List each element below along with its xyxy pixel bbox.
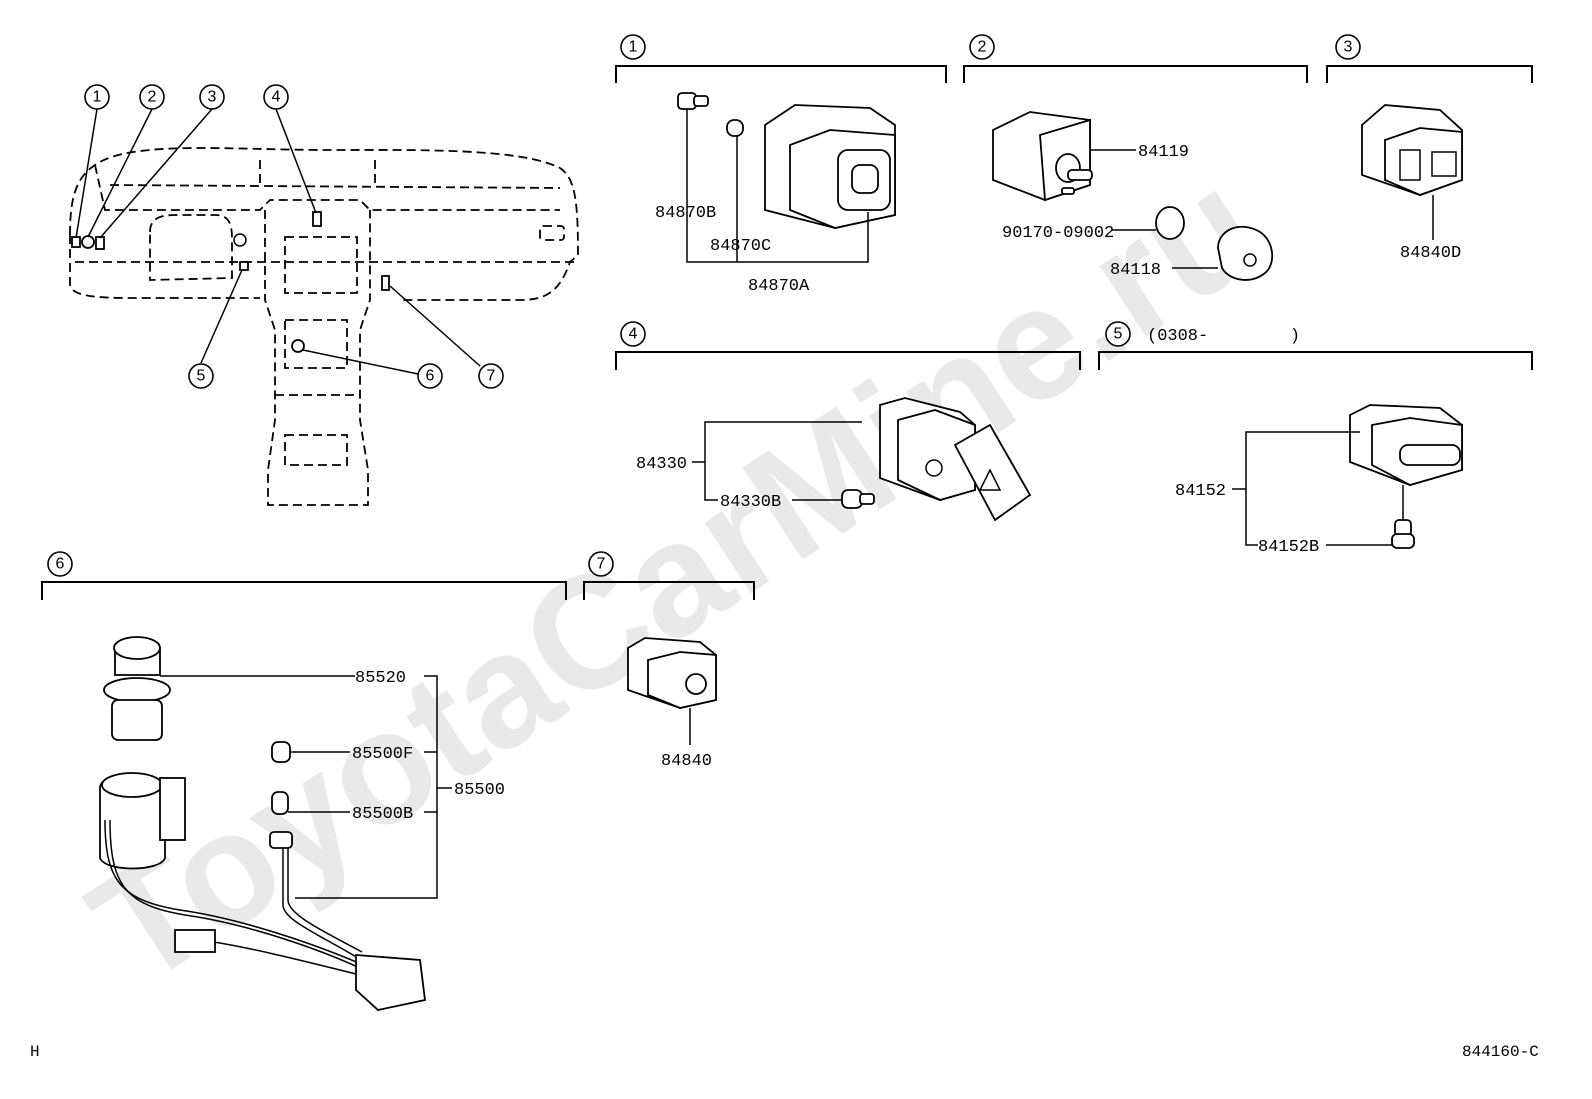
section-7: 7 84840 [583, 551, 755, 771]
part-84152: 84152 [1175, 482, 1226, 501]
overview-callout-4: 4 [263, 84, 289, 110]
section-5: 5 (0308- ) 84152 84152B [1098, 321, 1533, 557]
bulb-84330B-drawing [841, 489, 875, 509]
part-84330: 84330 [636, 455, 687, 474]
svg-text:5: 5 [197, 368, 206, 385]
part-90170-09002: 90170-09002 [1002, 224, 1114, 243]
section-6: 6 [41, 551, 567, 1011]
part-84118: 84118 [1110, 261, 1161, 280]
part-84152B: 84152B [1258, 538, 1319, 557]
overview-callout-7: 7 [478, 363, 504, 389]
bulb-84152B-drawing [1391, 519, 1415, 549]
section-4-callout: 4 [629, 326, 638, 343]
bulb-85500F-drawing [271, 741, 291, 763]
part-84870B: 84870B [655, 204, 716, 223]
diagram-code: 844160-C [1462, 1043, 1539, 1061]
section-6-callout: 6 [56, 556, 65, 573]
overview-callout-3: 3 [199, 84, 225, 110]
section-4: 4 84330 84330B [615, 321, 1081, 522]
part-85520: 85520 [355, 669, 406, 688]
bulb-85500B-drawing [271, 791, 289, 815]
part-84870C: 84870C [710, 237, 771, 256]
hazard-switch-84330-drawing [879, 397, 1032, 522]
cap-84870C-drawing [726, 119, 744, 137]
section-5-callout: 5 [1114, 326, 1123, 343]
part-84330B: 84330B [720, 493, 781, 512]
section-1: 1 84870B 84870C 84870A [615, 34, 947, 296]
part-85500F: 85500F [352, 745, 413, 764]
switch-84870A-drawing [764, 104, 896, 229]
section-1-callout: 1 [629, 39, 638, 56]
part-84840: 84840 [661, 752, 712, 771]
knob-84118-drawing [1217, 225, 1274, 281]
footer-left-mark: H [30, 1043, 40, 1061]
bulb-socket-drawing [269, 831, 293, 849]
connector-drawing [174, 929, 426, 1011]
section-3: 3 84840D [1326, 34, 1533, 263]
svg-text:3: 3 [208, 89, 217, 106]
part-84840D: 84840D [1400, 244, 1461, 263]
part-84119: 84119 [1138, 143, 1189, 162]
switch-84840D-drawing [1361, 104, 1463, 196]
svg-text:1: 1 [93, 89, 102, 106]
svg-text:7: 7 [487, 368, 496, 385]
section-3-callout: 3 [1344, 39, 1353, 56]
lighter-socket-drawing [99, 772, 186, 870]
part-85500: 85500 [454, 781, 505, 800]
svg-text:2: 2 [148, 89, 157, 106]
rheostat-84119-drawing [992, 111, 1093, 202]
dashboard-overview: 1 2 3 4 5 6 7 [69, 84, 579, 506]
section-2-callout: 2 [978, 39, 987, 56]
svg-text:4: 4 [272, 89, 281, 106]
bulb-84870B-drawing [677, 92, 709, 110]
overview-callout-2: 2 [139, 84, 165, 110]
overview-callout-5: 5 [188, 363, 214, 389]
overview-callout-6: 6 [417, 363, 443, 389]
section-5-note: (0308- ) [1147, 327, 1300, 346]
switch-84152-drawing [1349, 404, 1463, 486]
lighter-85520-drawing [103, 636, 171, 741]
section-7-callout: 7 [597, 556, 606, 573]
clip-90170-09002-drawing [1155, 206, 1185, 240]
overview-callout-1: 1 [84, 84, 110, 110]
svg-text:6: 6 [426, 368, 435, 385]
part-85500B: 85500B [352, 805, 413, 824]
part-84870A: 84870A [748, 277, 810, 296]
section-2: 2 84119 90170-09002 84118 [963, 34, 1308, 281]
switch-84840-drawing [627, 637, 717, 709]
